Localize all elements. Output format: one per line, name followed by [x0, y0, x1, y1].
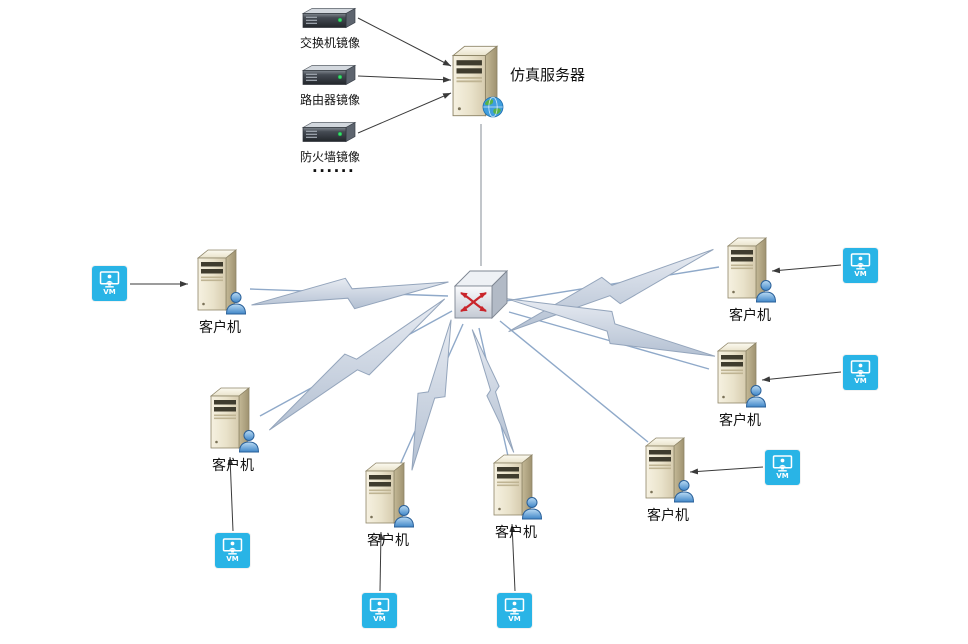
router-mirror-node: 路由器镜像 [300, 63, 370, 108]
monitor-icon [98, 271, 121, 288]
lightning-bolt-link [506, 298, 716, 357]
vm-terminal: VM [497, 593, 532, 628]
client-label: 客户机 [212, 458, 254, 474]
user-icon [521, 496, 543, 520]
lightning-bolt-link [268, 298, 446, 431]
client-icon [722, 236, 778, 302]
client-node: 客户机 [348, 461, 428, 550]
vm-label: VM [508, 615, 521, 623]
monitor-icon [849, 253, 872, 270]
simulation-server-node: 仿真服务器 [448, 44, 585, 126]
switch-icon [450, 266, 512, 328]
arrow-connector [771, 264, 842, 274]
rack-device-icon [300, 120, 358, 145]
monitor-icon [771, 455, 794, 472]
client-label: 客户机 [367, 533, 409, 549]
vm-label: VM [226, 555, 239, 563]
vm-label: VM [776, 472, 789, 480]
monitor-icon [221, 538, 244, 555]
arrow-connector [689, 466, 764, 475]
server-icon [448, 44, 506, 126]
mirror-label: 路由器镜像 [300, 93, 361, 107]
client-icon [488, 453, 544, 519]
client-icon [360, 461, 416, 527]
vm-terminal: VM [362, 593, 397, 628]
globe-icon [482, 96, 504, 118]
client-label: 客户机 [495, 525, 537, 541]
vm-terminal: VM [843, 355, 878, 390]
arrow-connector [357, 17, 452, 67]
vm-label: VM [373, 615, 386, 623]
client-icon [205, 386, 261, 452]
client-label: 客户机 [647, 508, 689, 524]
client-icon [712, 341, 768, 407]
client-node: 客户机 [476, 453, 556, 542]
arrow-connector [357, 92, 452, 134]
user-icon [745, 384, 767, 408]
client-icon [640, 436, 696, 502]
monitor-icon [368, 598, 391, 615]
client-node: 客户机 [710, 236, 790, 325]
lightning-bolt-link [251, 277, 449, 310]
mirror-label: 防火墙镜像 [300, 150, 361, 164]
client-icon [192, 248, 248, 314]
arrow-connector [357, 75, 452, 83]
client-label: 客户机 [199, 320, 241, 336]
more-mirrors-ellipsis: ...... [312, 158, 356, 176]
arrow-connector [509, 523, 516, 592]
user-icon [393, 504, 415, 528]
client-node: 客户机 [193, 386, 273, 475]
network-link [499, 320, 649, 443]
client-node: 客户机 [180, 248, 260, 337]
switch-node [450, 266, 512, 328]
vm-label: VM [103, 288, 116, 296]
client-node: 客户机 [628, 436, 708, 525]
arrow-connector [377, 531, 384, 592]
lightning-bolt-link [411, 319, 452, 471]
monitor-icon [503, 598, 526, 615]
server-label: 仿真服务器 [510, 66, 586, 84]
rack-device-icon [300, 63, 358, 88]
switch-mirror-node: 交换机镜像 [300, 6, 370, 51]
vm-terminal: VM [843, 248, 878, 283]
user-icon [225, 291, 247, 315]
vm-terminal: VM [215, 533, 250, 568]
client-node: 客户机 [700, 341, 780, 430]
user-icon [238, 429, 260, 453]
mirror-label: 交换机镜像 [300, 36, 361, 50]
user-icon [755, 279, 777, 303]
vm-terminal: VM [765, 450, 800, 485]
rack-device-icon [300, 6, 358, 31]
firewall-mirror-node: 防火墙镜像 [300, 120, 370, 165]
vm-terminal: VM [92, 266, 127, 301]
arrow-connector [227, 456, 234, 532]
client-label: 客户机 [719, 413, 761, 429]
client-label: 客户机 [729, 308, 771, 324]
vm-label: VM [854, 270, 867, 278]
arrow-connector [761, 371, 842, 383]
lightning-bolt-link [471, 329, 515, 453]
vm-label: VM [854, 377, 867, 385]
user-icon [673, 479, 695, 503]
network-link [505, 266, 720, 302]
monitor-icon [849, 360, 872, 377]
